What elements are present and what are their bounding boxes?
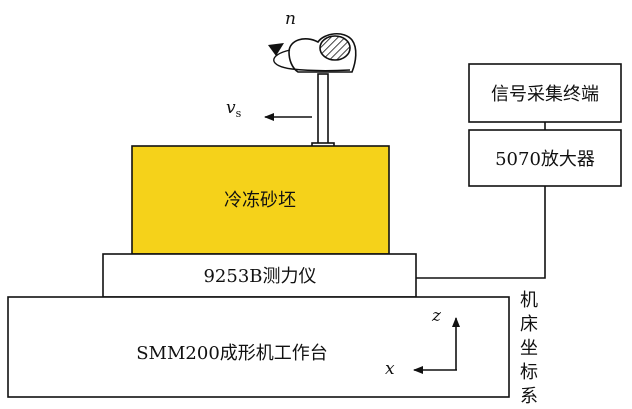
- x-axis-label: x: [385, 359, 395, 379]
- amplifier-label: 5070放大器: [495, 149, 595, 170]
- amplifier-dynamometer-cable: [416, 186, 546, 279]
- z-axis-label: z: [431, 306, 442, 326]
- rotating-cutter-icon: [288, 33, 357, 73]
- workpiece-label: 冷冻砂坯: [224, 190, 296, 211]
- coord-label-char-2: 床: [520, 314, 538, 335]
- feed-velocity-subscript: s: [236, 107, 242, 120]
- terminal-box: [468, 63, 622, 123]
- coordinate-axes: z x: [385, 306, 460, 379]
- rotation-arrow-icon: [268, 43, 351, 72]
- dynamometer-rect: [102, 253, 417, 298]
- coord-label-char-5: 系: [520, 386, 538, 407]
- feed-velocity-symbol: v: [226, 98, 236, 118]
- coordinate-system-label: 机 床 坐 标 系: [520, 290, 538, 407]
- spindle-shaft: [317, 73, 329, 145]
- coord-label-char-3: 坐: [520, 338, 538, 359]
- terminal-label: 信号采集终端: [491, 84, 599, 105]
- signal-chain: 信号采集终端 5070放大器: [416, 63, 622, 279]
- worktable-block: SMM200成形机工作台: [7, 296, 510, 398]
- dynamometer-block: 9253B测力仪: [102, 253, 417, 298]
- spindle-speed-symbol: n: [285, 9, 296, 29]
- amplifier-box: [468, 129, 622, 187]
- spindle-assembly: n vs: [226, 9, 357, 157]
- coord-label-char-4: 标: [520, 362, 538, 383]
- workpiece-block: 冷冻砂坯: [131, 145, 390, 255]
- worktable-rect: [7, 296, 510, 398]
- worktable-label: SMM200成形机工作台: [136, 343, 328, 364]
- feed-velocity-label: vs: [226, 98, 242, 120]
- dynamometer-label: 9253B测力仪: [203, 266, 316, 287]
- coord-label-char-1: 机: [520, 290, 538, 311]
